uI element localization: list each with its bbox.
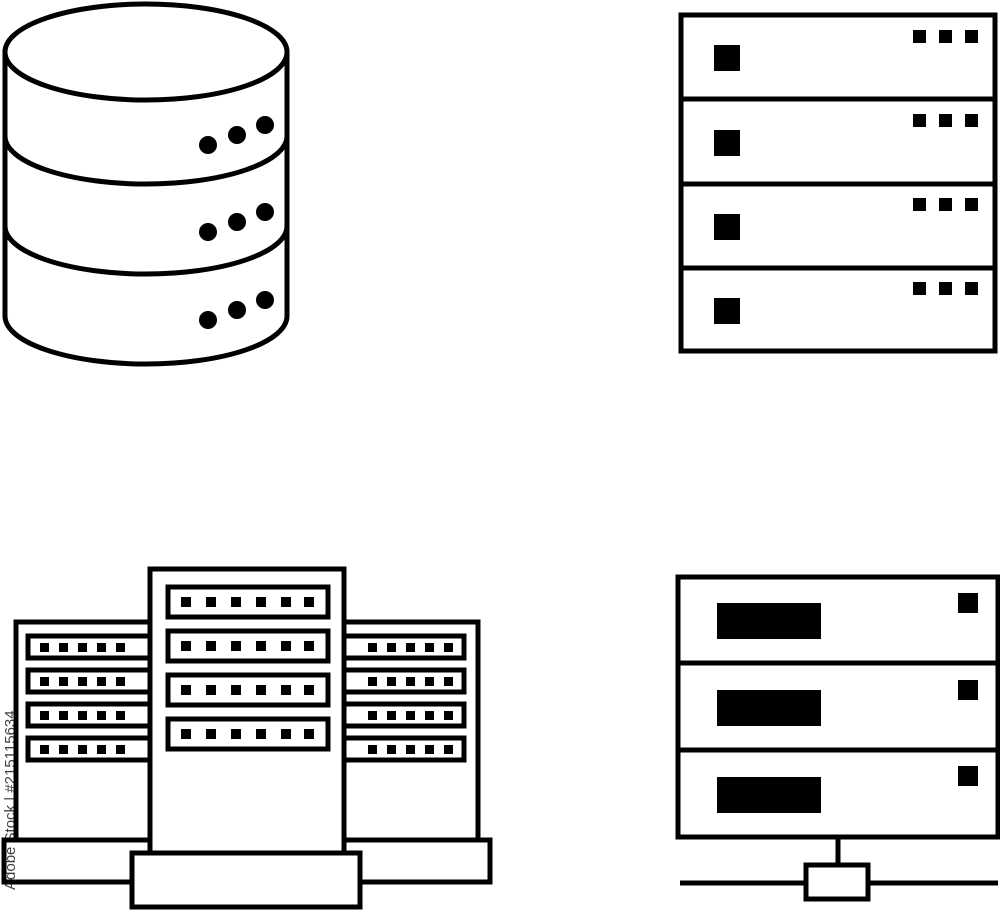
rack-led xyxy=(444,711,453,720)
rack-led xyxy=(181,641,191,651)
rack-led xyxy=(59,745,68,754)
rack-led xyxy=(256,729,266,739)
rack-led xyxy=(181,685,191,695)
data-center-icon xyxy=(1,566,493,910)
rack-led xyxy=(304,685,314,695)
rack-led xyxy=(206,597,216,607)
rack-led xyxy=(78,711,87,720)
rack-led xyxy=(116,711,125,720)
rack-unit-2 xyxy=(714,114,978,156)
rack-led xyxy=(425,745,434,754)
rack-led xyxy=(304,597,314,607)
rack-led xyxy=(78,745,87,754)
rack-led xyxy=(40,745,49,754)
rack-led xyxy=(116,677,125,686)
rack-led xyxy=(368,745,377,754)
rack-led xyxy=(116,643,125,652)
rack-led xyxy=(206,641,216,651)
rack-led xyxy=(40,643,49,652)
rack-led xyxy=(425,677,434,686)
rack-led xyxy=(368,643,377,652)
rack-led xyxy=(387,643,396,652)
rack-led xyxy=(59,643,68,652)
rack-led xyxy=(231,729,241,739)
rack-led xyxy=(256,597,266,607)
center-tower xyxy=(129,566,363,910)
rack-unit-4 xyxy=(714,282,978,324)
rack-led xyxy=(206,729,216,739)
rack-led xyxy=(97,711,106,720)
rack-led xyxy=(406,711,415,720)
rack-led xyxy=(425,711,434,720)
rack-led xyxy=(40,677,49,686)
watermark-text: Adobe Stock | #215115634 xyxy=(2,710,19,890)
database-icon xyxy=(2,1,290,367)
rack-led xyxy=(231,597,241,607)
rack-led xyxy=(281,597,291,607)
rack-led xyxy=(206,685,216,695)
server-rack-4u-icon xyxy=(678,12,998,354)
rack-led xyxy=(406,745,415,754)
rack-led xyxy=(387,745,396,754)
rack-led xyxy=(281,641,291,651)
rack-led xyxy=(444,643,453,652)
rack-led xyxy=(78,643,87,652)
rack-led xyxy=(231,641,241,651)
rack-led xyxy=(59,711,68,720)
rack-led xyxy=(425,643,434,652)
network-server-icon xyxy=(675,574,1000,902)
rack-led xyxy=(387,711,396,720)
rack-unit-1 xyxy=(714,30,978,71)
rack-led xyxy=(181,729,191,739)
rack-led xyxy=(97,677,106,686)
rack-led xyxy=(116,745,125,754)
rack-led xyxy=(281,729,291,739)
database-indicator-dots xyxy=(199,116,274,329)
rack-led xyxy=(406,677,415,686)
rack-led xyxy=(256,641,266,651)
rack-led xyxy=(304,641,314,651)
rack-led xyxy=(406,643,415,652)
rack-led xyxy=(97,643,106,652)
rack-led xyxy=(97,745,106,754)
rack-led xyxy=(387,677,396,686)
rack-led xyxy=(304,729,314,739)
rack-led xyxy=(78,677,87,686)
rack-led xyxy=(368,711,377,720)
left-tower xyxy=(1,619,153,885)
rack-led xyxy=(444,677,453,686)
right-tower xyxy=(341,619,493,885)
rack-led xyxy=(231,685,241,695)
rack-led xyxy=(59,677,68,686)
rack-led xyxy=(40,711,49,720)
rack-led xyxy=(368,677,377,686)
rack-led xyxy=(181,597,191,607)
rack-unit-3 xyxy=(714,198,978,240)
rack-led xyxy=(256,685,266,695)
rack-led xyxy=(444,745,453,754)
rack-led xyxy=(281,685,291,695)
